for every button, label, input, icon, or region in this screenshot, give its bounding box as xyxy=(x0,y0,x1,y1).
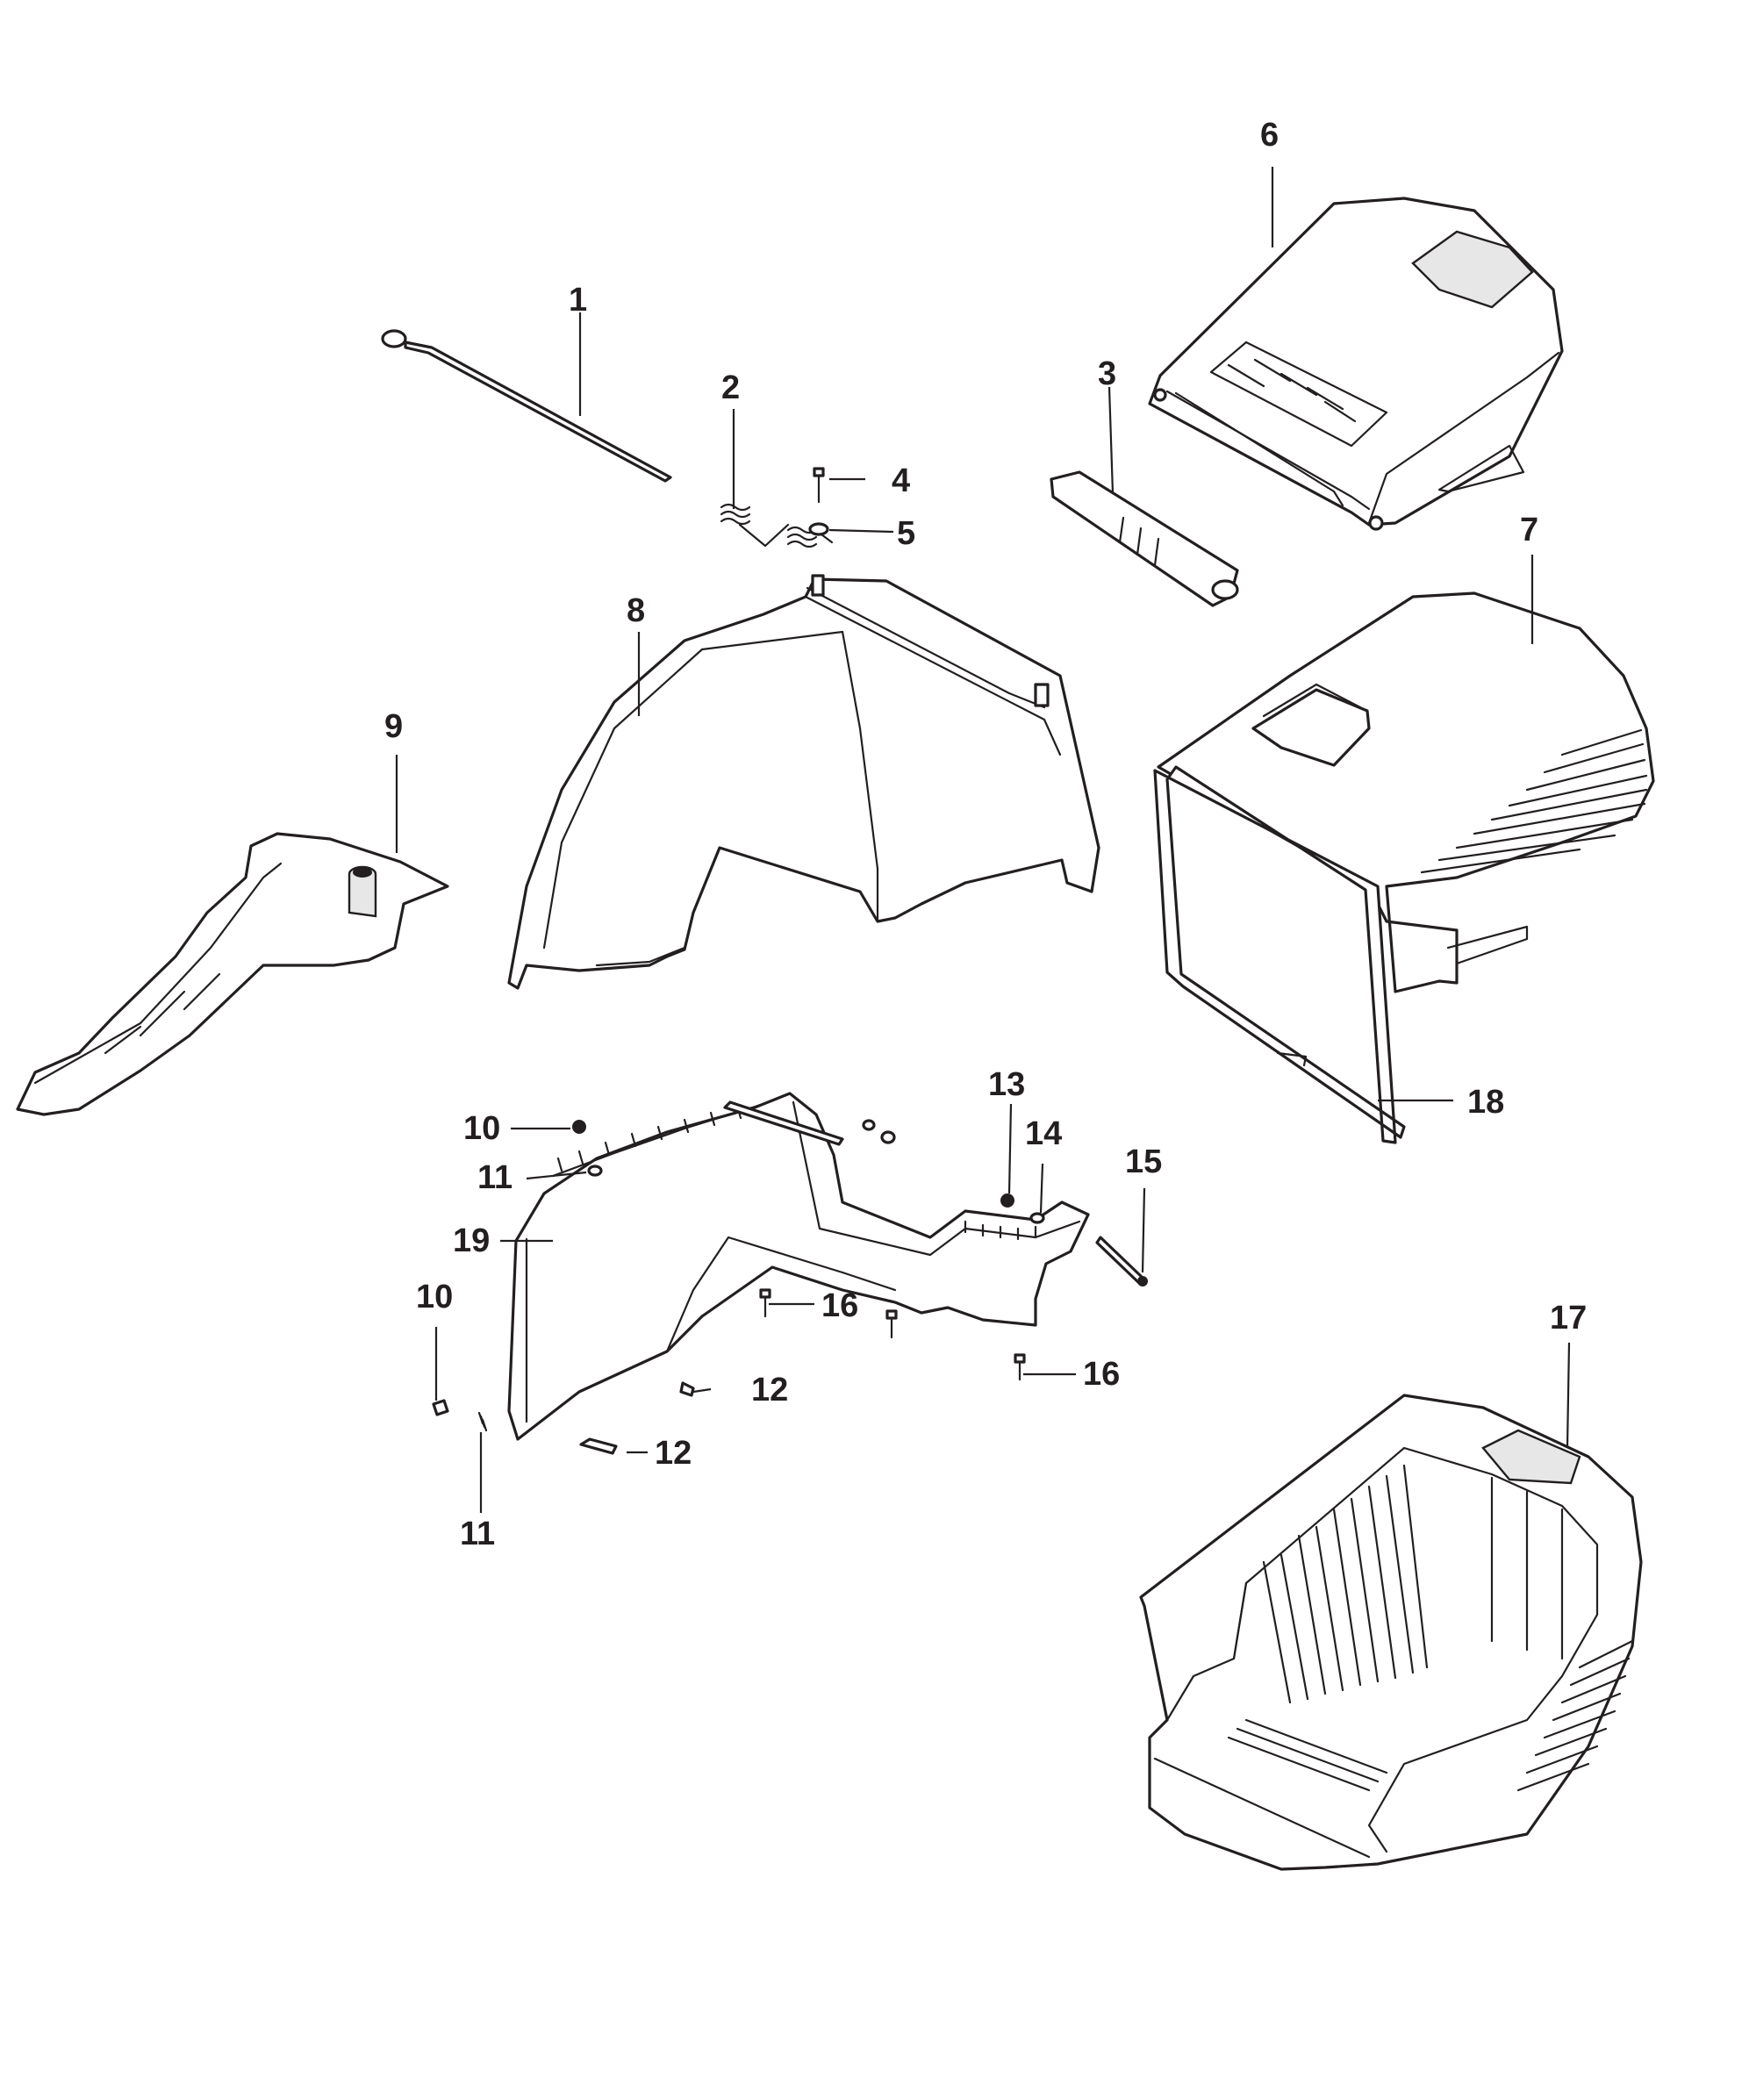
part-16-screw-c xyxy=(1014,1353,1026,1381)
part-10-nut-lower xyxy=(432,1399,449,1416)
part-5-washer xyxy=(808,522,829,536)
part-15-bolt xyxy=(1095,1236,1148,1287)
callout-10a: 10 xyxy=(463,1110,500,1147)
leader-lines xyxy=(395,167,1571,1513)
part-8-upper-chute xyxy=(507,574,1100,990)
callout-13: 13 xyxy=(988,1066,1025,1103)
part-4-screw xyxy=(813,467,825,504)
callout-8: 8 xyxy=(627,592,645,629)
callout-3: 3 xyxy=(1098,355,1116,392)
part-9-side-deflector xyxy=(16,832,449,1116)
callout-5: 5 xyxy=(897,515,915,552)
part-1-rod xyxy=(381,329,672,483)
callout-6: 6 xyxy=(1260,117,1279,154)
callout-14: 14 xyxy=(1025,1115,1062,1152)
callout-12b: 12 xyxy=(655,1435,692,1472)
hardware-bolt-top xyxy=(723,1100,896,1146)
part-14-washer xyxy=(1029,1212,1045,1224)
callout-2: 2 xyxy=(721,369,740,406)
callout-19: 19 xyxy=(453,1222,490,1259)
part-19-lower-chute xyxy=(507,1092,1090,1441)
callout-11a: 11 xyxy=(477,1159,513,1196)
callout-1: 1 xyxy=(569,282,587,319)
callout-18: 18 xyxy=(1467,1084,1504,1121)
part-16-screw-a xyxy=(759,1288,771,1318)
callout-11b: 11 xyxy=(460,1516,495,1552)
part-7-bag-top xyxy=(1157,591,1655,993)
callout-7: 7 xyxy=(1520,512,1538,548)
part-10-nut-upper xyxy=(572,1120,586,1134)
callout-labels: 1 2 3 4 5 6 7 8 9 10 11 19 10 11 12 12 1… xyxy=(384,117,1587,1552)
callout-12a: 12 xyxy=(751,1372,788,1408)
part-16-screw-b xyxy=(885,1309,898,1339)
part-12-screw-lower xyxy=(579,1437,618,1455)
part-11-washer-upper xyxy=(587,1165,603,1177)
part-3-handle xyxy=(1050,470,1239,607)
callout-10b: 10 xyxy=(416,1279,453,1315)
part-2-springs xyxy=(720,503,834,548)
callout-16a: 16 xyxy=(821,1287,858,1324)
callout-16b: 16 xyxy=(1083,1356,1120,1393)
part-18-frame xyxy=(1153,765,1406,1144)
callout-4: 4 xyxy=(892,462,910,499)
part-6-top-cover xyxy=(1148,197,1564,531)
callout-15: 15 xyxy=(1125,1143,1162,1180)
part-17-bag-base xyxy=(1139,1394,1643,1871)
part-12-screw-mid xyxy=(679,1381,695,1397)
callout-9: 9 xyxy=(384,708,403,745)
part-13-nut xyxy=(1000,1193,1014,1208)
part-11-spring-lower xyxy=(477,1411,488,1432)
callout-17: 17 xyxy=(1550,1300,1587,1337)
